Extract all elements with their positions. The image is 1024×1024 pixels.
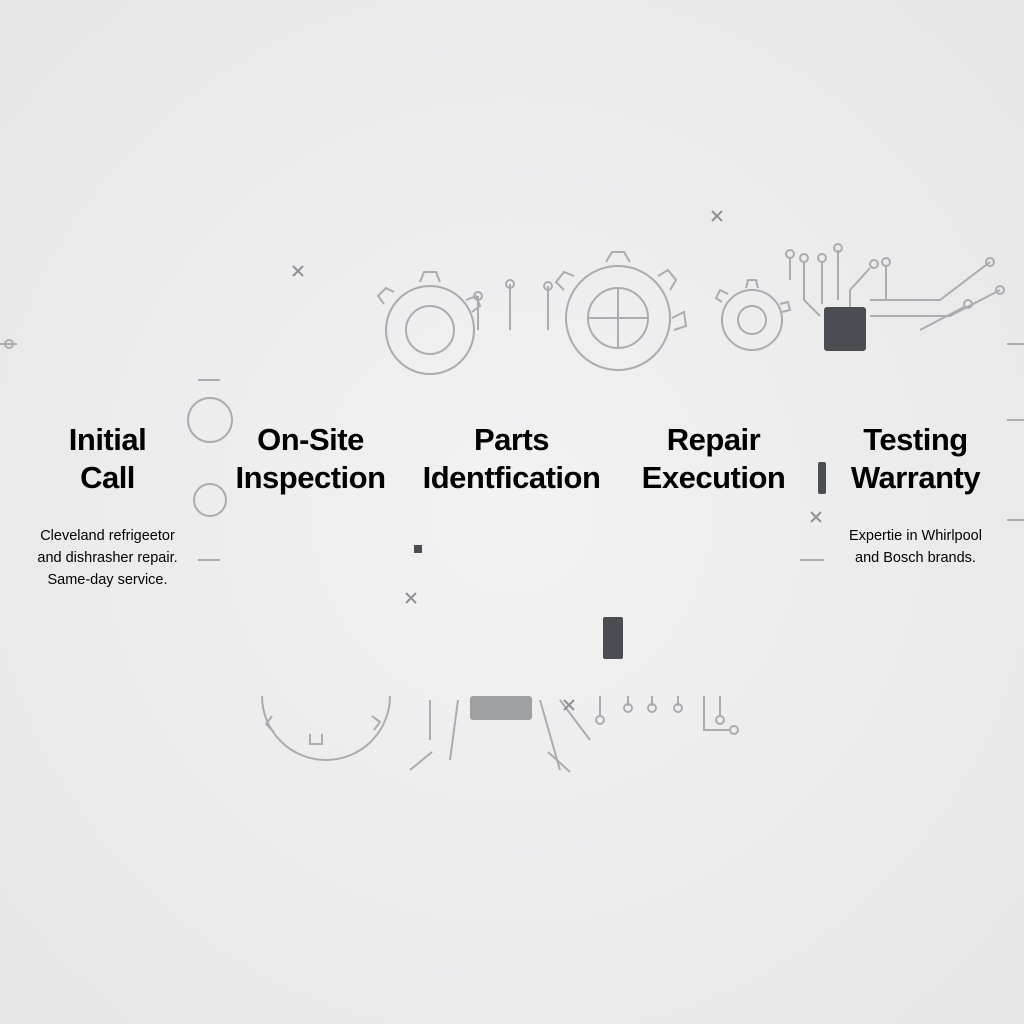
step-title: On-Site Inspection	[235, 422, 386, 495]
chip-icon	[470, 696, 532, 720]
gear-icon	[187, 397, 233, 517]
step-card-parts-identification: Parts Identfication	[421, 329, 602, 696]
cross-mark-icon	[292, 210, 822, 711]
circuit-trace-icon	[409, 696, 739, 773]
step-description: Cleveland refrigeetor and dishrasher rep…	[37, 528, 178, 588]
step-card-on-site-inspection: On-Site Inspection	[220, 329, 401, 696]
step-card-repair-execution: Repair Execution	[623, 329, 804, 696]
chip-icon	[414, 307, 866, 659]
step-title: Testing Warranty	[850, 422, 981, 495]
circuit-trace-icon	[0, 243, 1024, 561]
step-title: Initial Call	[68, 422, 147, 495]
step-card-testing-warranty: Testing Warranty Expertie in Whirlpool a…	[825, 329, 1006, 696]
gear-icon	[554, 251, 688, 371]
step-title: Repair Execution	[641, 422, 786, 495]
step-title: Parts Identfication	[422, 422, 601, 495]
gear-icon	[714, 279, 792, 351]
gear-icon	[261, 695, 391, 761]
step-description: Expertie in Whirlpool and Bosch brands.	[849, 528, 982, 566]
step-card-initial-call: Initial Call Cleveland refrigeetor and d…	[17, 329, 198, 696]
